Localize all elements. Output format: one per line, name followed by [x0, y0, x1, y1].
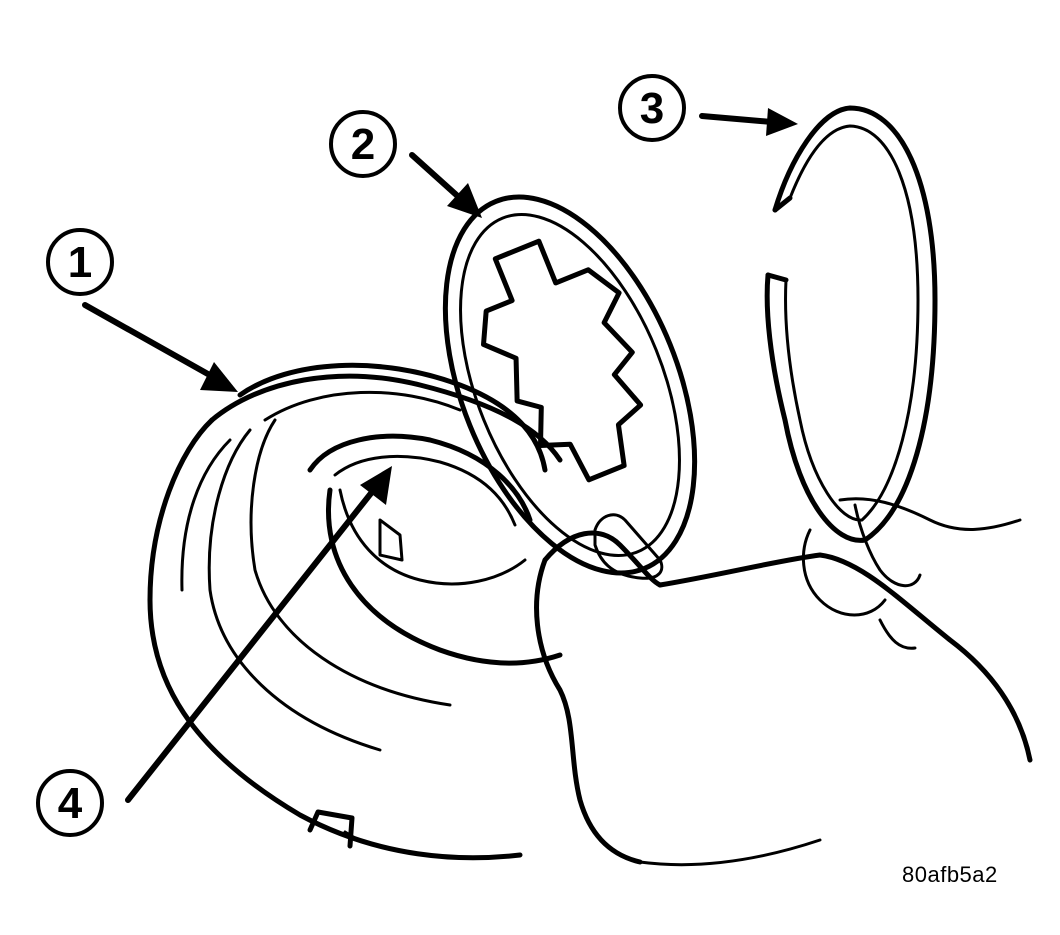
callout-4: 4 [36, 769, 104, 837]
hands [534, 497, 1033, 867]
callout-1: 1 [46, 228, 114, 296]
housing-drum [147, 362, 563, 861]
callout-2-label: 2 [351, 120, 375, 169]
thrust-plate [442, 194, 698, 576]
callout-3-label: 3 [640, 84, 664, 133]
figure-code: 80afb5a2 [902, 862, 998, 887]
callout-1-label: 1 [68, 238, 92, 287]
arrow-3 [699, 108, 798, 136]
arrow-1 [82, 302, 238, 392]
callout-2: 2 [329, 110, 397, 178]
callout-3: 3 [618, 74, 686, 142]
arrow-4 [125, 466, 392, 803]
snap-ring [764, 105, 938, 543]
callout-4-label: 4 [58, 779, 83, 828]
arrow-2 [409, 152, 482, 218]
